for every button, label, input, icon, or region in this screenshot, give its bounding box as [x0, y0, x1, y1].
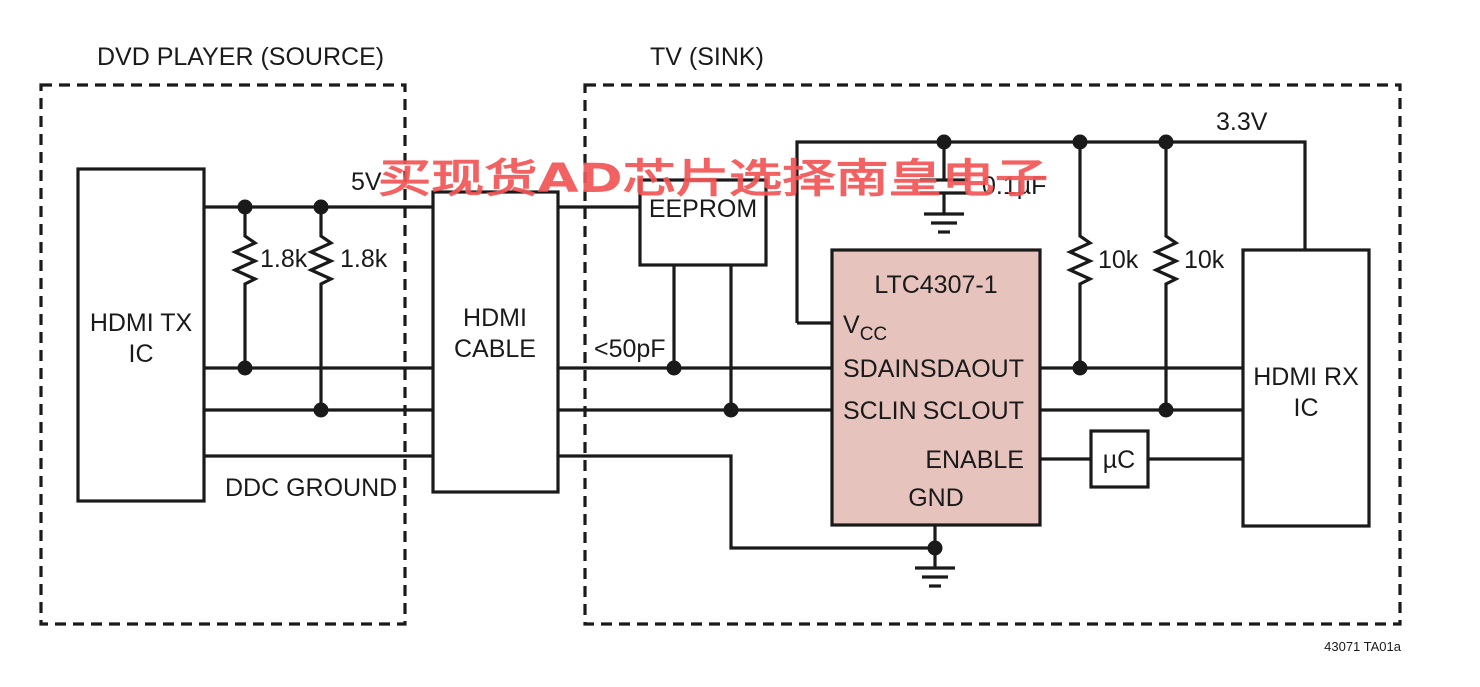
r2-value: 1.8k — [340, 245, 388, 273]
pin-enable: ENABLE — [925, 446, 1024, 474]
figure-id: 43071 TA01a — [1324, 639, 1402, 654]
pin-vcc: VCC — [843, 311, 887, 345]
pin-sclin: SCLIN — [843, 397, 917, 425]
ground-icon — [924, 212, 964, 234]
microcontroller-label: µC — [1103, 446, 1135, 474]
cap-value: 0.1µF — [982, 172, 1046, 200]
eeprom-label: EEPROM — [649, 195, 757, 223]
sink-region-title: TV (SINK) — [650, 43, 764, 71]
source-region-outline — [39, 83, 407, 626]
pin-gnd: GND — [908, 484, 964, 512]
pin-sdaout: SDAOUT — [920, 355, 1024, 383]
rail-3v3 — [795, 140, 1307, 323]
source-region-title: DVD PLAYER (SOURCE) — [97, 43, 384, 71]
ltc4307-part-label: LTC4307-1 — [874, 271, 997, 299]
net-capacitance-label: <50pF — [594, 335, 666, 363]
resistor-r3 — [1066, 230, 1094, 290]
hdmi-tx-block — [76, 167, 206, 503]
net-ddc-ground-label: DDC GROUND — [225, 474, 397, 502]
pin-sclout: SCLOUT — [923, 397, 1024, 425]
hdmi-tx-label-line1: HDMI TX — [90, 309, 193, 337]
microcontroller-block — [1089, 429, 1150, 489]
hdmi-rx-label-line2: IC — [1294, 394, 1319, 422]
hdmi-rx-block — [1241, 248, 1371, 528]
sink-wiring — [558, 140, 1307, 568]
source-wiring — [204, 205, 433, 458]
resistor-r1 — [231, 230, 259, 290]
junction-dots — [237, 134, 1174, 556]
hdmi-cable-label-line2: CABLE — [454, 335, 536, 363]
hdmi-cable-label-line1: HDMI — [463, 304, 527, 332]
ltc4307-ic-block — [830, 248, 1042, 527]
r3-value: 10k — [1098, 246, 1139, 274]
r1-value: 1.8k — [260, 245, 308, 273]
hdmi-tx-label-line2: IC — [129, 340, 154, 368]
sink-region-outline — [583, 83, 1402, 626]
net-5v-label: 5V — [351, 168, 382, 196]
net-3v3-label: 3.3V — [1216, 108, 1268, 136]
watermark-text: 买现货AD芯片选择南皇电子 — [378, 156, 1048, 202]
resistor-r2 — [307, 230, 335, 290]
pin-sdain: SDAIN — [843, 355, 919, 383]
wire-ddc-ground-sink — [558, 454, 935, 550]
eeprom-block — [638, 178, 768, 267]
r4-value: 10k — [1184, 246, 1225, 274]
ground-icon — [915, 566, 955, 588]
hdmi-rx-label-line1: HDMI RX — [1253, 363, 1359, 391]
resistor-r4 — [1152, 230, 1180, 290]
hdmi-cable-block — [431, 190, 560, 494]
